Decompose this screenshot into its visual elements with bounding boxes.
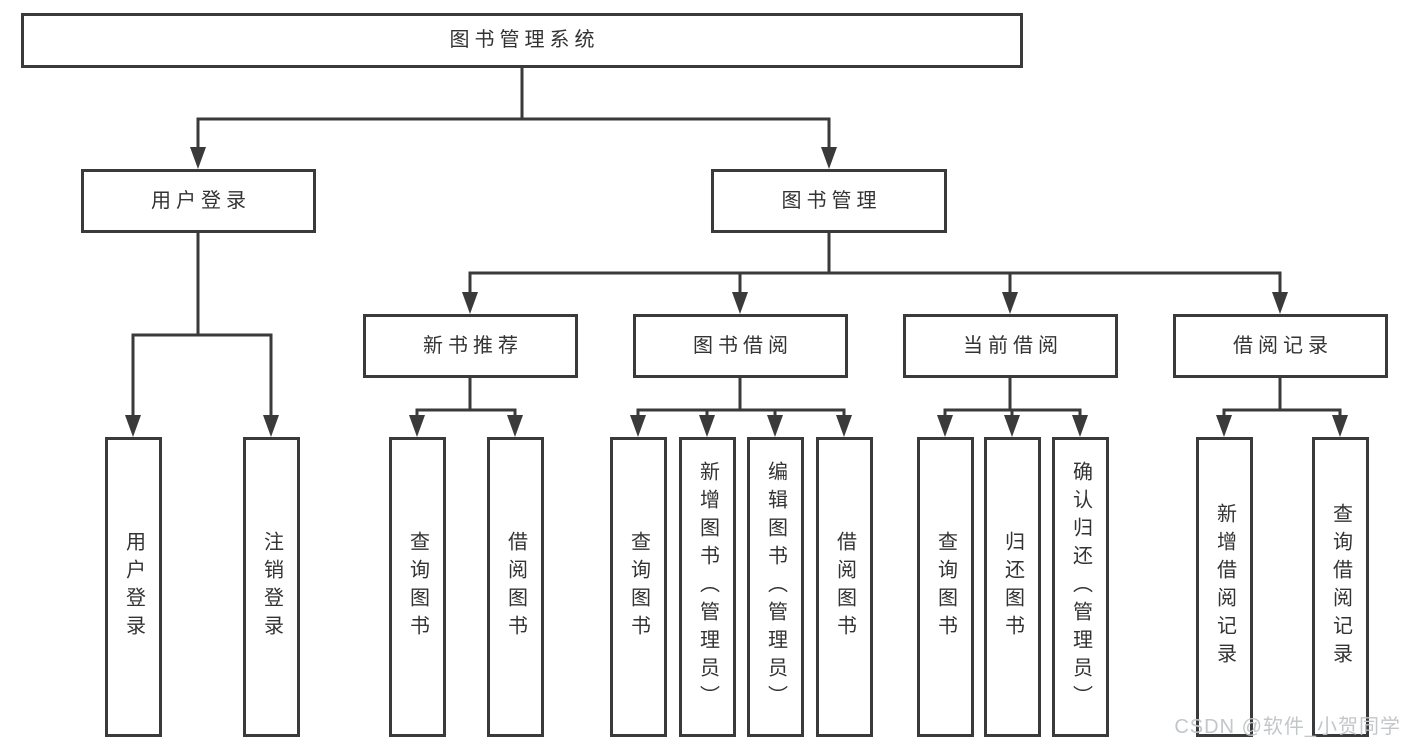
node-leaf-add-book-admin: 新增图书（管理员） <box>679 437 736 737</box>
node-label: 新增图书（管理员） <box>696 461 719 713</box>
node-label: 借阅图书 <box>833 531 856 643</box>
connector-user-login-children <box>125 231 279 437</box>
node-label: 归还图书 <box>1001 531 1024 643</box>
node-label: 查询图书 <box>406 531 429 643</box>
node-leaf-logout: 注销登录 <box>243 437 300 737</box>
node-leaf-add-borrow-record: 新增借阅记录 <box>1196 437 1253 737</box>
node-label: 当前借阅 <box>963 334 1063 357</box>
node-label: 借阅图书 <box>504 531 527 643</box>
node-leaf-return-book: 归还图书 <box>984 437 1041 737</box>
node-label: 用户登录 <box>122 531 145 643</box>
node-leaf-query-books-2: 查询图书 <box>610 437 667 737</box>
node-label: 用户登录 <box>151 189 251 212</box>
node-label: 借阅记录 <box>1233 334 1333 357</box>
node-label: 编辑图书（管理员） <box>764 461 787 713</box>
node-new-book-recommend: 新书推荐 <box>363 314 578 378</box>
node-label: 注销登录 <box>260 531 283 643</box>
node-label: 查询借阅记录 <box>1329 503 1352 671</box>
node-label: 图书借阅 <box>693 334 793 357</box>
node-leaf-query-borrow-record: 查询借阅记录 <box>1312 437 1369 737</box>
node-label: 确认归还（管理员） <box>1069 461 1092 713</box>
node-current-borrowing: 当前借阅 <box>903 314 1118 378</box>
node-user-login: 用户登录 <box>81 169 316 233</box>
node-leaf-user-login: 用户登录 <box>105 437 162 737</box>
connector-borrowing-records-children <box>1216 376 1348 437</box>
node-leaf-borrow-books-1: 借阅图书 <box>487 437 544 737</box>
node-borrowing-records: 借阅记录 <box>1173 314 1388 378</box>
node-library-system: 图书管理系统 <box>21 13 1023 68</box>
connector-book-borrowing-children <box>630 376 852 437</box>
node-label: 新书推荐 <box>423 334 523 357</box>
connector-book-management-children <box>462 231 1288 314</box>
node-label: 图书管理 <box>781 189 882 212</box>
node-label: 查询图书 <box>934 531 957 643</box>
node-label: 查询图书 <box>627 531 650 643</box>
node-leaf-query-books-3: 查询图书 <box>917 437 974 737</box>
node-leaf-confirm-return: 确认归还（管理员） <box>1052 437 1109 737</box>
connector-current-borrowing-children <box>937 376 1088 437</box>
node-leaf-query-books-1: 查询图书 <box>389 437 446 737</box>
node-label: 图书管理系统 <box>449 29 600 51</box>
node-book-management: 图书管理 <box>711 169 947 233</box>
node-label: 新增借阅记录 <box>1213 503 1236 671</box>
connector-root-to-level2 <box>190 66 837 169</box>
node-leaf-edit-book-admin: 编辑图书（管理员） <box>747 437 804 737</box>
node-leaf-borrow-books-2: 借阅图书 <box>816 437 873 737</box>
connector-new-book-recommend-children <box>409 376 523 437</box>
node-book-borrowing: 图书借阅 <box>633 314 848 378</box>
